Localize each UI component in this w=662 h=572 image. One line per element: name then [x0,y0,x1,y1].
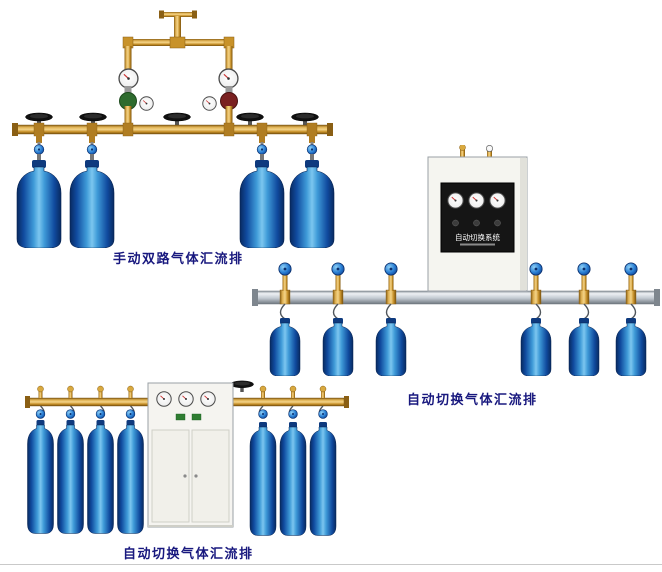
cabinet-door-right [191,429,230,523]
valve-knob-icon [318,409,328,419]
figure1-caption: 手动双路气体汇流排 [113,251,244,266]
valve-knob-icon [259,385,267,393]
valve-knob-icon [529,262,543,276]
valve-knob-icon [278,262,292,276]
valve-knob-icon [86,144,98,155]
cabinet-panel-label: 自动切换系统 [455,232,500,242]
pressure-gauge-icon [218,68,239,89]
pressure-regulator-left [118,68,154,127]
pipe-valves [37,380,327,398]
panel-knob-icon [452,219,459,227]
pressure-gauge-icon [139,96,154,111]
door-handle-icon [194,474,198,478]
valve-knob-icon [125,409,136,419]
cylinder-valve [306,134,318,161]
cylinder-valve [33,134,45,161]
valve-knob-icon [288,409,298,419]
valve-knob-icon [37,385,44,393]
panel-gauge-icon [468,192,485,209]
gas-cylinder [27,420,54,534]
gas-cylinder [615,318,647,376]
cabinet-panel: 自动切换系统 [440,182,515,253]
valve-knob-icon [331,262,345,276]
panel-knob-icon [473,219,480,227]
valve-knob-icon [95,409,106,419]
main-manifold-pipe [12,122,333,137]
cabinet-gauge-icon [156,391,172,407]
gas-cylinder [117,420,144,534]
top-header-pipe [122,10,235,76]
valve-handwheel-icon [229,380,255,392]
valve-handwheels [25,112,319,126]
top-valve-icon [459,145,466,151]
gas-cylinder [249,422,277,536]
gas-cylinder [57,420,84,534]
control-cabinet: 自动切换系统 [427,145,528,292]
pressure-gauge-icon [118,68,139,89]
gas-cylinder [568,318,600,376]
manual-dual-manifold-figure [12,10,335,248]
valve-handwheel-icon [163,112,191,126]
valve-knob-icon [35,409,46,419]
cabinet-door-left [151,429,190,523]
panel-gauge-icon [489,192,506,209]
figure3-caption: 自动切换气体汇流排 [123,546,254,561]
panel-knob-icon [494,219,501,227]
gas-cylinder [16,160,62,248]
control-cabinet-floor [147,382,234,528]
gas-cylinder [87,420,114,534]
page-bottom-border [0,564,662,565]
indicator-light [191,413,202,421]
valve-knob-icon [319,385,327,393]
manifold-rail [252,289,660,306]
figure2-caption: 自动切换气体汇流排 [407,392,538,407]
cylinder-valve [256,134,268,161]
auto-switch-wall-figure: 自动切换系统 [252,145,660,376]
indicator-light [175,413,186,421]
door-handle-icon [183,474,187,478]
gas-cylinder [269,318,301,376]
pressure-gauge-icon [202,96,217,111]
gas-cylinder [69,160,115,248]
valve-knob-icon [33,144,45,155]
valve-knob-icon [624,262,638,276]
valve-knob-icon [65,409,76,419]
panel-gauge-icon [447,192,464,209]
valve-knob-icon [258,409,268,419]
pressure-regulator-right [202,68,239,127]
gas-cylinder [322,318,354,376]
valve-knob-icon [289,385,297,393]
auto-switch-floor-figure [25,380,349,536]
valve-knob-icon [67,385,74,393]
gas-cylinder [520,318,552,376]
gas-cylinder [309,422,337,536]
top-gauge-icon [486,145,493,152]
valve-knob-icon [384,262,398,276]
valve-knob-icon [97,385,104,393]
gas-cylinder [279,422,307,536]
valve-knob-icon [577,262,591,276]
gas-cylinder [375,318,407,376]
cylinder-valve [86,134,98,161]
valve-knob-icon [127,385,134,393]
connector-hoses [279,303,637,320]
cabinet-gauge-icon [178,391,194,407]
cabinet-gauge-icon [200,391,216,407]
